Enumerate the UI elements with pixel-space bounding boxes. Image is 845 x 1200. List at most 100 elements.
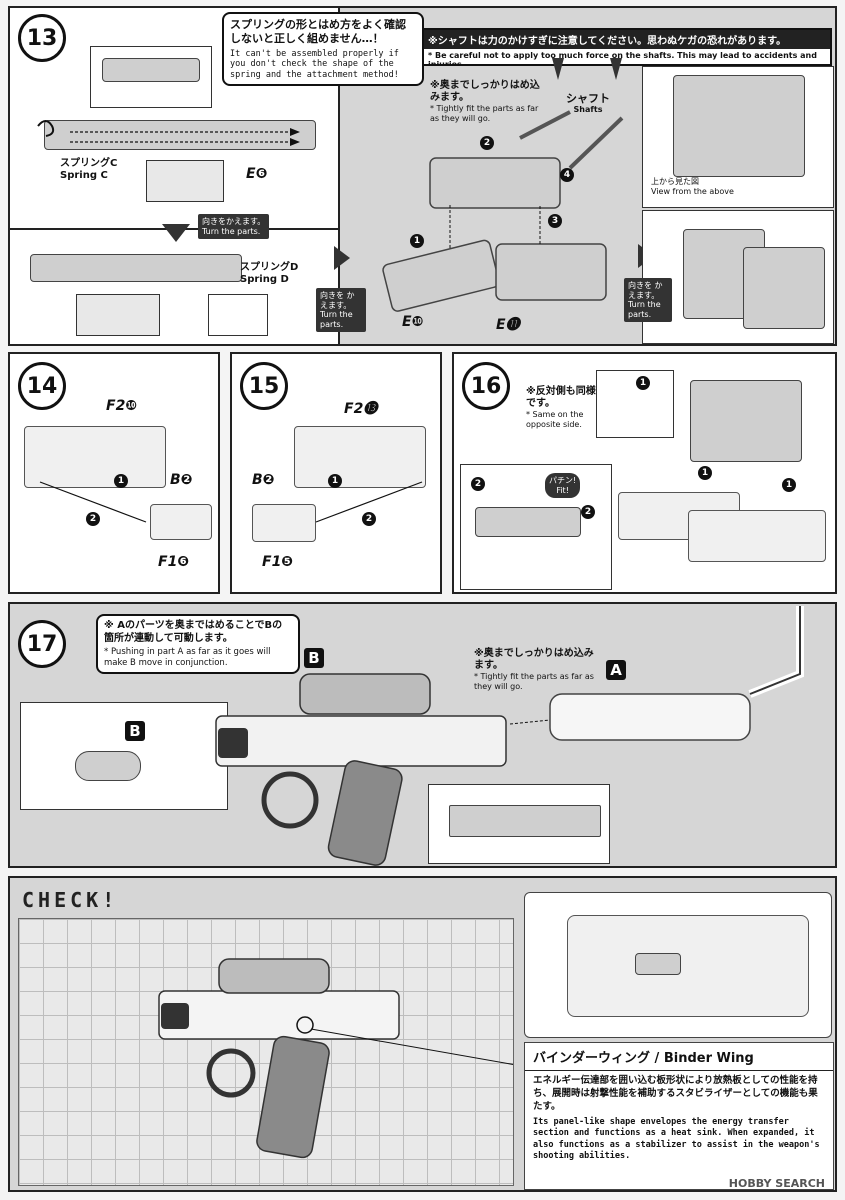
step14-panel: 14 F2❿ 1 B❷ 2 F1❻ bbox=[8, 352, 220, 594]
step14-number: 14 bbox=[18, 362, 66, 410]
turn-parts-tag-3: 向きを かえます。 Turn the parts. bbox=[624, 278, 672, 323]
part-b-detail-inset: B bbox=[20, 702, 228, 810]
same-en: * Same on the opposite side. bbox=[526, 410, 584, 429]
shaft-step-2: 2 bbox=[480, 136, 494, 150]
part-f2-label-15: F2⓭ bbox=[344, 401, 378, 417]
step15-arrow-icon bbox=[315, 481, 423, 523]
step16-step-2b: 2 bbox=[581, 505, 595, 519]
step15-number: 15 bbox=[240, 362, 288, 410]
shaft-tight-jp: ※奥までしっかりはめ込みます。 bbox=[430, 80, 540, 103]
binder-wing-en: Binder Wing bbox=[663, 1051, 754, 1066]
part-b-letter-detail: B bbox=[125, 721, 145, 741]
binder-wing-desc-jp: エネルギー伝達部を囲い込む板形状により放熱板としての性能を持ち、展開時は射撃性能… bbox=[533, 1075, 818, 1112]
fit-detail-inset: 2 2 パチン! Fit! bbox=[460, 464, 612, 590]
step16-panel: 16 ※反対側も同様です。 * Same on the opposite sid… bbox=[452, 352, 837, 594]
top-view-jp: 上から見た図 bbox=[651, 177, 699, 186]
shaft-caution-box: ※シャフトは力のかけすぎに注意してください。思わぬケガの恐れがあります。 * B… bbox=[422, 28, 832, 66]
same-side-inset bbox=[596, 370, 674, 438]
part-b-detail-drawing bbox=[75, 751, 141, 781]
f1-part-drawing-15 bbox=[252, 504, 316, 542]
rail-part-top bbox=[44, 120, 316, 150]
fit-badge: パチン! Fit! bbox=[545, 473, 581, 499]
fit-jp: パチン! bbox=[549, 476, 577, 485]
gun-assembly-drawing bbox=[215, 606, 804, 866]
part-f1-label-14: F1❻ bbox=[158, 554, 190, 570]
turn-jp: 向きをかえます。 bbox=[202, 217, 266, 226]
fit-detail-part bbox=[475, 507, 581, 537]
spring-warning-bubble: スプリングの形とはめ方をよく確認しないと正しく組めません…！ It can't … bbox=[222, 12, 424, 87]
shaft-en: Shafts bbox=[573, 105, 603, 115]
fit-en: Fit! bbox=[556, 485, 569, 495]
step13-bottom-area bbox=[10, 230, 340, 344]
hobby-search-watermark: HOBBY SEARCH bbox=[728, 1177, 825, 1190]
step16-upper-part bbox=[690, 380, 802, 462]
spring-d-en: Spring D bbox=[240, 274, 289, 285]
step17-tight-en: * Tightly fit the parts as far as they w… bbox=[474, 672, 594, 691]
slide-detail-inset bbox=[428, 784, 610, 864]
step14-step-2: 2 bbox=[86, 512, 100, 526]
binder-wing-drawing bbox=[567, 915, 809, 1017]
check-panel: CHECK! バインダーウィング / Binder Wing エネルギー伝達部を… bbox=[8, 876, 837, 1192]
shaft-caution-en: * Be careful not to apply too much force… bbox=[428, 51, 817, 66]
spring-c-en: Spring C bbox=[60, 170, 108, 181]
part-e10-label: E❿ bbox=[402, 314, 424, 330]
binder-wing-title: バインダーウィング / Binder Wing bbox=[525, 1043, 833, 1071]
binder-wing-desc-en: Its panel-like shape envelopes the energ… bbox=[533, 1117, 820, 1161]
turn-parts-tag: 向きをかえます。 Turn the parts. bbox=[198, 214, 270, 240]
shaft-jp: シャフト bbox=[566, 92, 610, 105]
step15-step-2: 2 bbox=[362, 512, 376, 526]
step16-step-1a: 1 bbox=[636, 376, 650, 390]
step14-arrow-icon bbox=[39, 481, 147, 523]
spring-d-inset-left bbox=[76, 294, 160, 336]
binder-wing-sep: / bbox=[654, 1051, 664, 1066]
check-title: CHECK! bbox=[22, 888, 119, 912]
shaft-tight-en: * Tightly fit the parts as far as they w… bbox=[430, 104, 539, 123]
part-b-letter: B bbox=[304, 648, 324, 668]
part-e11-label: E⓫ bbox=[496, 317, 520, 333]
turn2-en: Turn the parts. bbox=[320, 310, 353, 329]
spring-warning-en: It can't be assembled properly if you do… bbox=[230, 48, 399, 80]
step15-step-1: 1 bbox=[328, 474, 342, 488]
step13-number: 13 bbox=[18, 14, 66, 62]
spring-c-jp: スプリングC bbox=[60, 158, 118, 169]
part-b-label-15: B❷ bbox=[252, 472, 275, 488]
check-gun-drawing bbox=[158, 958, 513, 1159]
top-view-part bbox=[673, 75, 805, 177]
spring-c-label: スプリングC Spring C bbox=[60, 158, 117, 182]
check-grid-area bbox=[18, 918, 514, 1186]
turn-en: Turn the parts. bbox=[202, 226, 261, 236]
shaft-step-3: 3 bbox=[548, 214, 562, 228]
shaft-tight-note: ※奥までしっかりはめ込みます。 * Tightly fit the parts … bbox=[430, 80, 540, 123]
step16-step-1c: 1 bbox=[782, 478, 796, 492]
part-e6-label: E❻ bbox=[246, 166, 268, 182]
turn-arrow-icon bbox=[162, 224, 190, 242]
f2-part-drawing-14 bbox=[24, 426, 166, 488]
spring-d-label: スプリングD Spring D bbox=[240, 262, 298, 286]
step17-panel: 17 ※ Aのパーツを奥まではめることでBの箇所が連動して可動します。 * Pu… bbox=[8, 602, 837, 868]
spring-c-inset bbox=[146, 160, 224, 202]
binder-wing-jp: バインダーウィング bbox=[533, 1051, 651, 1066]
step14-step-1: 1 bbox=[114, 474, 128, 488]
spring-d-jp: スプリングD bbox=[240, 262, 299, 273]
step15-panel: 15 F2⓭ B❷ 1 2 F1❺ bbox=[230, 352, 442, 594]
step17-note-bubble: ※ Aのパーツを奥まではめることでBの箇所が連動して可動します。 * Pushi… bbox=[96, 614, 300, 675]
step17-note-en: * Pushing in part A as far as it goes wi… bbox=[104, 647, 271, 668]
top-view-inset: 上から見た図 View from the above bbox=[642, 66, 834, 208]
step17-tight-jp: ※奥までしっかりはめ込みます。 bbox=[474, 648, 594, 671]
part-a-letter: A bbox=[606, 660, 626, 680]
binder-wing-detail bbox=[635, 953, 681, 975]
top-view-label: 上から見た図 View from the above bbox=[651, 177, 734, 196]
step13-panel: 13 スプリングの形とはめ方をよく確認しないと正しく組めません…！ It can… bbox=[8, 6, 837, 346]
part-b-label-14: B❷ bbox=[170, 472, 193, 488]
spring-c-icon bbox=[37, 120, 300, 146]
spring-d-inset-right bbox=[208, 294, 268, 336]
step17-note-jp: ※ Aのパーツを奥まではめることでBの箇所が連動して可動します。 bbox=[104, 620, 283, 644]
same-jp: ※反対側も同様です。 bbox=[526, 386, 596, 409]
slide-detail-drawing bbox=[449, 805, 601, 837]
f2-part-drawing-15 bbox=[294, 426, 426, 488]
step16-step-2a: 2 bbox=[471, 477, 485, 491]
step16-number: 16 bbox=[462, 362, 510, 410]
f1-part-drawing-14 bbox=[150, 504, 212, 540]
turn3-en: Turn the parts. bbox=[628, 300, 661, 319]
turn-view-inset bbox=[642, 210, 834, 344]
